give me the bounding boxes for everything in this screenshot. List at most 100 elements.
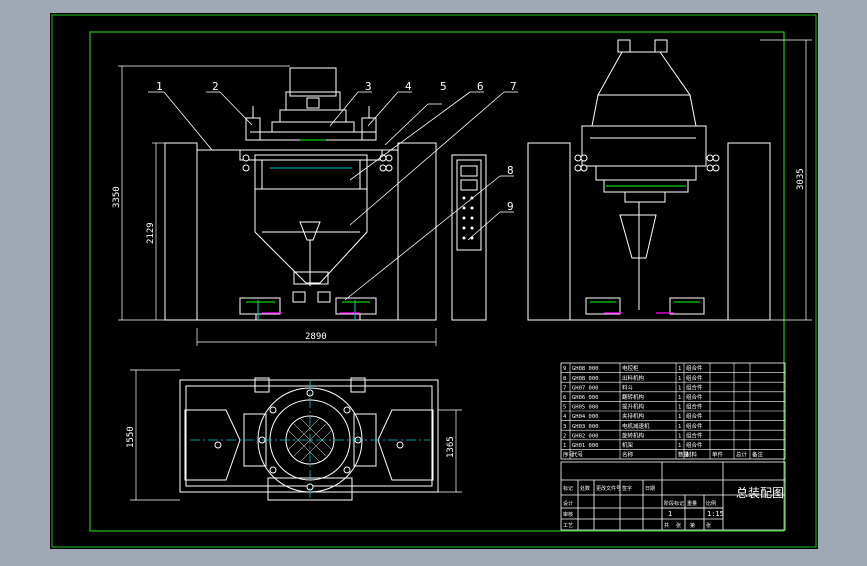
- drawing-scale: 1:15: [707, 510, 724, 518]
- tb-label-no: 第: [690, 522, 695, 529]
- tb-label-sheet: 张: [706, 522, 711, 529]
- tb-label-date: 日期: [645, 486, 655, 492]
- bom-cell-name: 电控柜: [622, 364, 639, 372]
- bom-cell-name: 料斗: [622, 383, 634, 391]
- bom-cell-qty: 1: [678, 405, 681, 411]
- plan-dimensions: [130, 369, 462, 501]
- bom-cell-qty: 1: [678, 395, 681, 401]
- drawing-title: 总装配图: [736, 486, 784, 500]
- bom-cell-note: 组合件: [686, 422, 703, 430]
- bom-cell-qty: 1: [678, 424, 681, 430]
- bom-header-cell: 名称: [622, 451, 634, 459]
- bom-cell-code: GH04 000: [572, 414, 599, 420]
- balloon-1: 1: [156, 80, 163, 93]
- bom-header-cell: 总计: [736, 451, 748, 459]
- bom-cell-note: 组合件: [686, 412, 703, 420]
- bom-cell-code: GH02 000: [572, 433, 599, 439]
- bom-cell-qty: 1: [678, 443, 681, 449]
- bom-cell-no: 3: [563, 424, 566, 430]
- tb-label-mark: 标记: [563, 485, 573, 492]
- bom-cell-code: GH06 000: [572, 395, 599, 401]
- balloon-6: 6: [477, 80, 484, 93]
- bom-cell-note: 组合件: [686, 364, 703, 372]
- side-view-bolts: [574, 154, 720, 172]
- tb-label-stage: 阶段标记: [664, 500, 684, 507]
- bom-header-cell: 代号: [572, 451, 584, 459]
- outer-border: [51, 14, 817, 548]
- tb-label-sheets: 张: [676, 522, 681, 529]
- side-dimensions: [760, 39, 812, 321]
- tb-label-sign: 签字: [622, 485, 632, 492]
- bom-cell-note: 组合件: [686, 441, 703, 449]
- plan-centerlines: [190, 380, 430, 500]
- balloon-labels: 1 2 3 4 5 6 7 8 9: [156, 80, 517, 213]
- bom-cell-no: 7: [563, 385, 566, 391]
- bom-cell-no: 9: [563, 366, 566, 372]
- bom-header-cell: 备注: [752, 451, 764, 459]
- title-block-text: 总装配图 1:15 1 标记 处数 更改文件号 签字 日期 设计 审核 工艺 阶…: [563, 485, 784, 529]
- bom-cell-name: 提升机构: [622, 403, 645, 411]
- bom-cell-name: 翻转机构: [622, 393, 645, 401]
- tb-label-review: 审核: [563, 511, 573, 518]
- tb-label-process: 工艺: [563, 523, 573, 529]
- control-cabinet: [451, 154, 487, 321]
- bom-cell-note: 组合件: [686, 431, 703, 439]
- bom-cell-note: 组合件: [686, 374, 703, 382]
- front-view-bolts: [242, 154, 393, 172]
- bom-cell-qty: 1: [678, 414, 681, 420]
- bom-cell-name: 夹持机构: [622, 412, 645, 420]
- bom-header-cell: 序号: [563, 451, 575, 459]
- side-view-accent: [590, 185, 700, 303]
- tb-label-weight: 重量: [687, 500, 697, 507]
- side-dimension-text: 3035: [704, 57, 806, 190]
- balloon-3: 3: [365, 80, 372, 93]
- bom-cell-no: 5: [563, 405, 566, 411]
- bom-cell-qty: 1: [678, 366, 681, 372]
- tb-label-scale: 比例: [706, 500, 716, 507]
- bom-cell-code: GH03 000: [572, 424, 599, 430]
- balloon-4: 4: [405, 80, 412, 93]
- bom-cell-no: 4: [563, 414, 567, 420]
- bom-cell-no: 1: [563, 443, 566, 449]
- bom-cell-no: 8: [563, 376, 566, 382]
- tb-label-change: 更改文件号: [596, 485, 621, 492]
- bom-cell-qty: 1: [678, 376, 681, 382]
- tb-label-total: 共: [664, 522, 669, 529]
- balloon-2: 2: [212, 80, 219, 93]
- front-view-hidden: [257, 167, 356, 320]
- dim-overall-height: 3350: [112, 186, 122, 208]
- title-block: [560, 461, 786, 531]
- balloon-9: 9: [507, 200, 514, 213]
- bom-cell-note: 组合件: [686, 403, 703, 411]
- side-view: [527, 39, 771, 321]
- front-dimension-text: 3350 2129 2890: [112, 186, 327, 342]
- side-view-note: [704, 57, 717, 65]
- bom-cell-code: GH05 000: [572, 405, 599, 411]
- bom-cell-note: 组合件: [686, 383, 703, 391]
- balloon-7: 7: [510, 80, 517, 93]
- dim-body-height: 2129: [146, 222, 156, 244]
- bom-cell-no: 6: [563, 395, 566, 401]
- bom-cell-code: GH08 000: [572, 376, 599, 382]
- leader-lines: [148, 91, 518, 301]
- balloon-5: 5: [440, 80, 447, 93]
- drawing-sheet: 1: [668, 510, 672, 518]
- dim-side-height: 3035: [796, 168, 806, 190]
- inner-frame: [89, 31, 785, 532]
- dim-overall-width: 2890: [305, 332, 327, 342]
- front-view-accent: [246, 139, 370, 303]
- bom-header-cell: 单件: [712, 451, 724, 459]
- bom-cell-code: GH08 000: [572, 366, 599, 372]
- dim-plan-right: 1365: [446, 436, 456, 458]
- bom-header-cell: 材料: [686, 451, 698, 459]
- plan-dimension-text: 1550 1365: [126, 426, 456, 458]
- dim-plan-depth: 1550: [126, 426, 136, 448]
- front-dimensions: [118, 65, 437, 346]
- balloon-8: 8: [507, 164, 514, 177]
- tb-label-design: 设计: [563, 500, 573, 507]
- tb-label-count: 处数: [580, 485, 590, 492]
- bom-cell-qty: 1: [678, 433, 681, 439]
